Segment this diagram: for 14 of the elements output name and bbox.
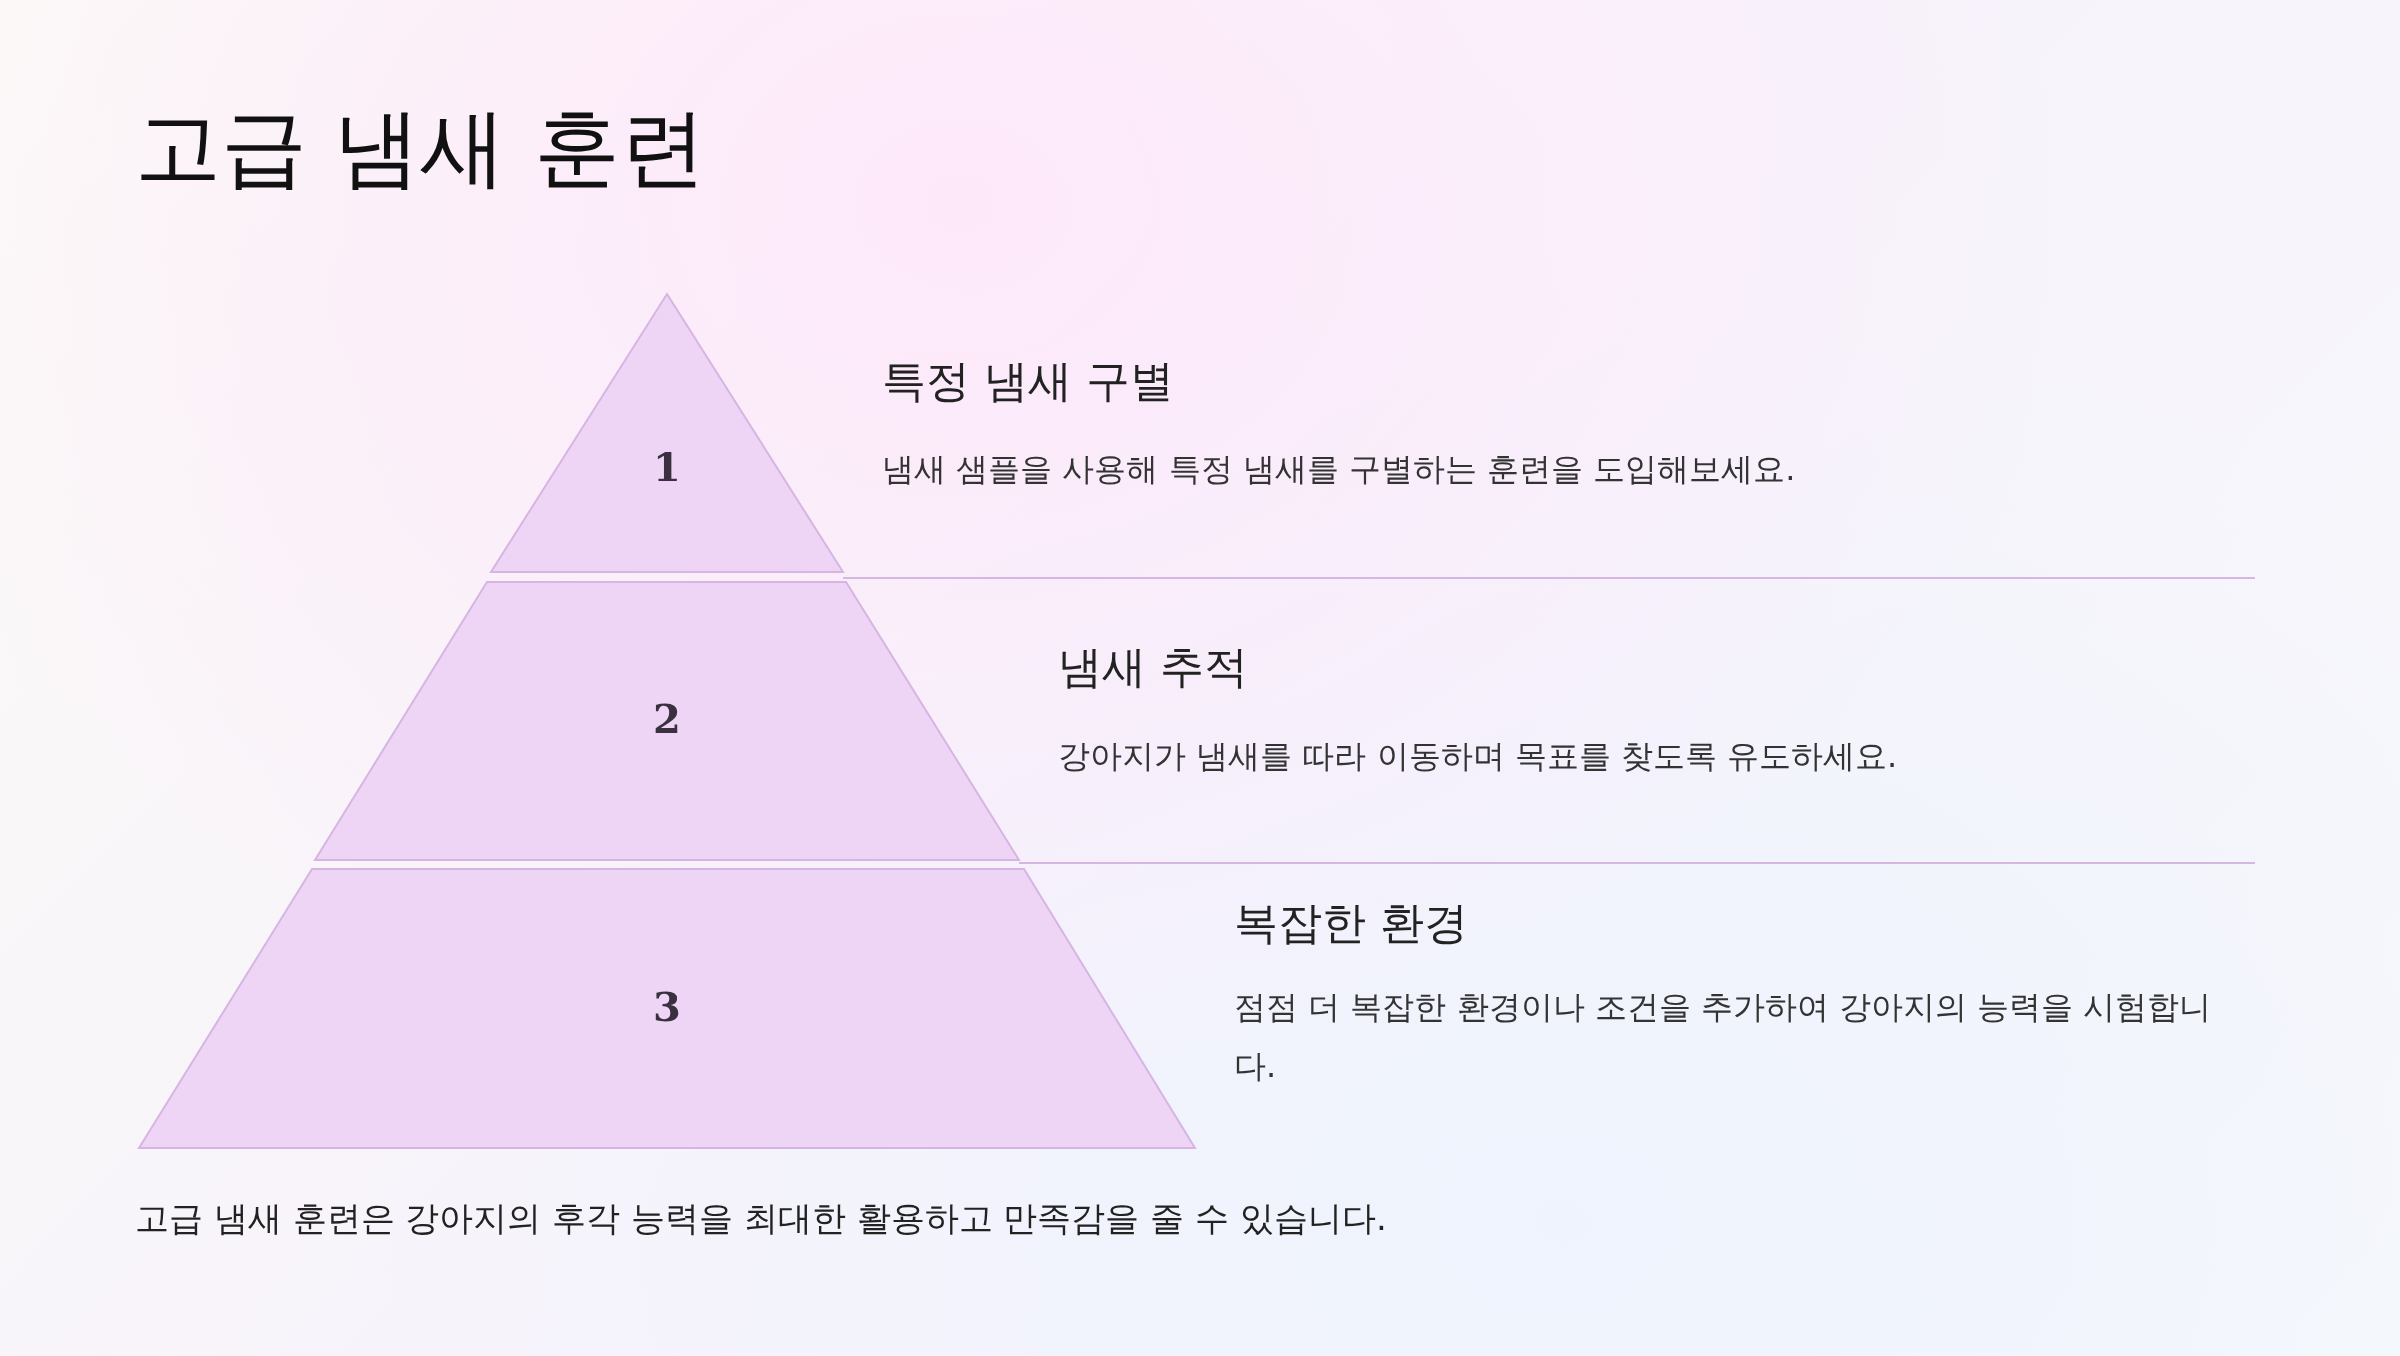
caption: 고급 냄새 훈련은 강아지의 후각 능력을 최대한 활용하고 만족감을 줄 수 있습니다. bbox=[135, 1197, 1387, 1240]
tier-description: 강아지가 냄새를 따라 이동하며 목표를 찾도록 유도하세요. bbox=[1058, 736, 1899, 777]
tier-heading: 특정 냄새 구별 bbox=[882, 355, 1174, 408]
tier-number: 2 bbox=[652, 699, 682, 739]
tier-description: 냄새 샘플을 사용해 특정 냄새를 구별하는 훈련을 도입해보세요. bbox=[882, 449, 1797, 490]
tier-heading: 냄새 추적 bbox=[1058, 641, 1248, 694]
pyramid-tier bbox=[491, 294, 843, 572]
tier-number: 3 bbox=[652, 987, 682, 1027]
tier-description: 점점 더 복잡한 환경이나 조건을 추가하여 강아지의 능력을 시험합니다. bbox=[1234, 987, 2213, 1088]
tier-number: 1 bbox=[652, 447, 682, 487]
tier-heading: 복잡한 환경 bbox=[1234, 897, 1468, 950]
pyramid-tier bbox=[139, 869, 1195, 1148]
slide-title: 고급 냄새 훈련 bbox=[135, 100, 706, 195]
pyramid-tier bbox=[315, 582, 1019, 860]
